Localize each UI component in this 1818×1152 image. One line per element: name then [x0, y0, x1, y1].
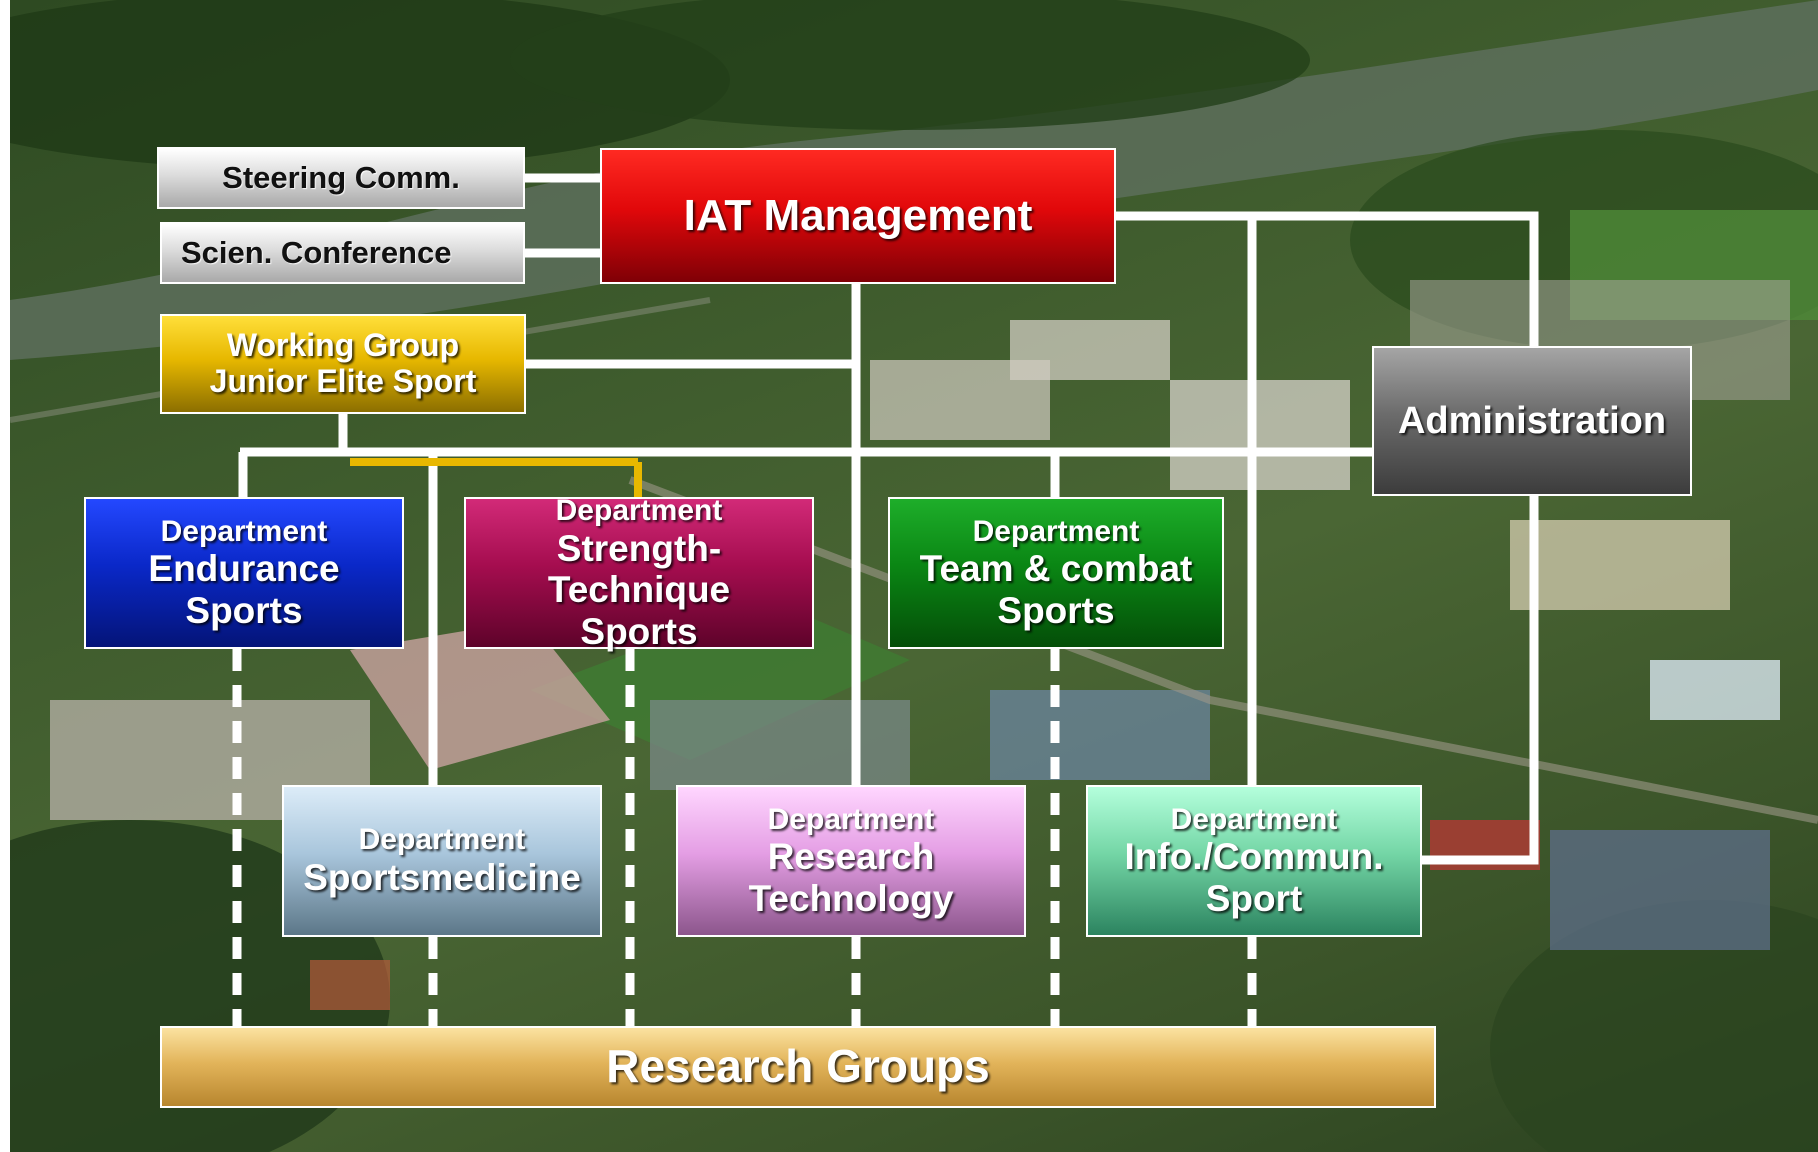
strength-name-line2: Sports	[580, 610, 698, 652]
administration-box: Administration	[1372, 346, 1692, 496]
steering-committee-box: Steering Comm.	[157, 147, 525, 209]
research-groups-box: Research Groups	[160, 1026, 1436, 1108]
scientific-conference-box: Scien. Conference	[160, 222, 525, 284]
team-dept-label: Department	[972, 514, 1140, 548]
research-name-line2: Technology	[748, 877, 954, 919]
steering-committee-label: Steering Comm.	[222, 159, 460, 195]
iat-management-box: IAT Management	[600, 148, 1116, 284]
research-dept-label: Department	[767, 802, 935, 836]
team-name-line2: Sports	[997, 589, 1115, 631]
working-group-line1: Working Group	[226, 327, 460, 364]
department-strength-box: Department Strength-Technique Sports	[464, 494, 814, 652]
info-dept-label: Department	[1170, 802, 1338, 836]
team-name-line1: Team & combat	[919, 548, 1193, 590]
strength-dept-label: Department	[555, 494, 723, 528]
iat-management-label: IAT Management	[683, 191, 1033, 241]
endurance-name-line2: Sports	[185, 589, 303, 631]
scientific-conference-label: Scien. Conference	[181, 234, 452, 270]
working-group-box: Working Group Junior Elite Sport	[160, 314, 526, 414]
research-groups-label: Research Groups	[606, 1040, 990, 1093]
sportsmedicine-name: Sportsmedicine	[303, 857, 581, 899]
strength-name-line1: Strength-Technique	[547, 527, 731, 611]
sportsmedicine-dept-label: Department	[358, 823, 526, 857]
department-endurance-box: Department Endurance Sports	[84, 497, 404, 649]
endurance-dept-label: Department	[160, 514, 328, 548]
department-research-technology-box: Department Research Technology	[676, 785, 1026, 937]
info-name-line1: Info./Commun.	[1124, 836, 1384, 878]
administration-label: Administration	[1397, 399, 1667, 442]
department-team-box: Department Team & combat Sports	[888, 497, 1224, 649]
working-group-line2: Junior Elite Sport	[209, 363, 477, 399]
department-sportsmedicine-box: Department Sportsmedicine	[282, 785, 602, 937]
department-info-commun-box: Department Info./Commun. Sport	[1086, 785, 1422, 937]
endurance-name-line1: Endurance	[148, 548, 340, 590]
info-name-line2: Sport	[1205, 877, 1303, 919]
research-name-line1: Research	[767, 836, 935, 878]
